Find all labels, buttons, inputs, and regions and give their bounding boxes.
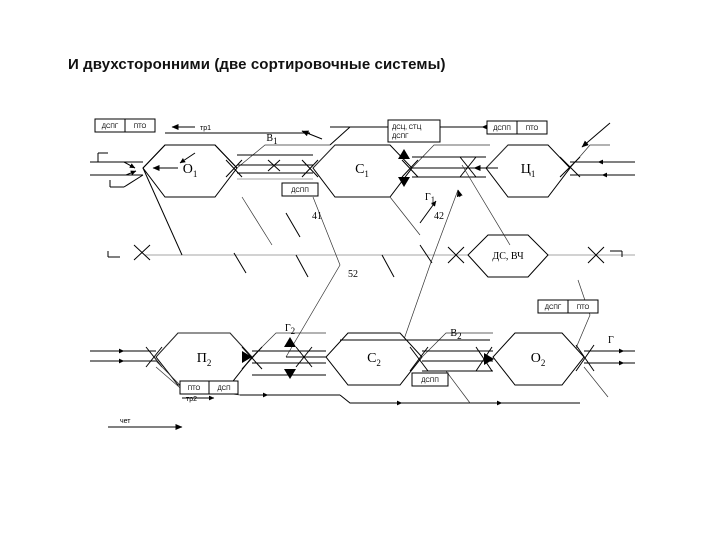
- label-b2: В2: [450, 328, 461, 341]
- label-tr2: тр2: [186, 396, 197, 403]
- park-o1-label: О1: [183, 162, 198, 179]
- park-c2: С2: [325, 332, 423, 386]
- box-dspp-top-cell-0: ДСПП: [291, 187, 309, 194]
- box-dspg-pto-br-cell-1: ПТО: [577, 304, 590, 311]
- park-c1-label: С1: [355, 162, 369, 179]
- box-dsc-stc-dspg-cell-0: ДСЦ, СТЦ: [392, 124, 422, 131]
- label-b1: В1: [266, 133, 277, 146]
- tick-41: [285, 212, 301, 238]
- box-dspp-pto-tr-cell-0: ДСПП: [493, 125, 511, 132]
- label-g-right: Г: [608, 335, 614, 346]
- park-p1: Ц1: [485, 144, 571, 198]
- box-dspp-bottom[interactable]: ДСПП: [411, 372, 449, 387]
- box-dspp-pto-tr-cell-1: ПТО: [526, 125, 539, 132]
- park-o2-label: О2: [531, 351, 546, 368]
- triangle-down-g2: [284, 369, 296, 379]
- park-c2-label: С2: [367, 351, 381, 368]
- box-dspg-pto-br-cell-0: ДСПГ: [545, 304, 562, 311]
- park-p2-label: П2: [197, 351, 212, 368]
- label-chet: чет: [120, 418, 131, 425]
- box-dspp-bottom-cell-0: ДСПП: [421, 377, 439, 384]
- box-dspg-pto-br[interactable]: ДСПГ ПТО: [537, 299, 599, 314]
- label-41: 41: [312, 211, 322, 222]
- diag-42: [401, 189, 459, 346]
- label-42: 42: [434, 211, 444, 222]
- label-g1: Г1: [425, 192, 435, 205]
- page-title: И двухсторонними (две сортировочные сист…: [68, 56, 446, 73]
- tick-42: [419, 200, 437, 224]
- diag-41: [285, 196, 341, 358]
- box-dspg-pto-tl-cell-0: ДСПГ: [102, 123, 119, 130]
- box-pto-dsp-bl-cell-1: ДСП: [217, 385, 230, 392]
- park-ds-vch-label: ДС, ВЧ: [492, 251, 524, 262]
- box-pto-dsp-bl[interactable]: ПТО ДСП: [179, 380, 239, 395]
- park-o2: О2: [492, 332, 585, 386]
- label-52: 52: [348, 269, 358, 280]
- box-dsc-stc-dspg[interactable]: ДСЦ, СТЦ ДСПГ: [387, 119, 441, 143]
- triangle-down-g1: [398, 177, 410, 187]
- label-tr1: тр1: [200, 125, 211, 132]
- box-dspg-pto-tl[interactable]: ДСПГ ПТО: [94, 118, 156, 133]
- bottom-baseline-right: [339, 394, 580, 404]
- triangle-up-g2: [284, 337, 296, 347]
- diagram-svg: О1 С1 Ц1: [90, 118, 635, 430]
- label-g2: Г2: [285, 323, 295, 336]
- box-dspp-pto-tr[interactable]: ДСПП ПТО: [486, 120, 548, 135]
- park-p1-label: Ц1: [521, 162, 536, 179]
- triangle-up-g1: [398, 149, 410, 159]
- box-dsc-stc-dspg-cell-1: ДСПГ: [392, 133, 409, 140]
- railway-yard-diagram: О1 С1 Ц1: [90, 105, 635, 440]
- triangle-o2-in: [484, 353, 494, 365]
- box-dspp-top[interactable]: ДСПП: [281, 182, 319, 197]
- box-dspg-pto-tl-cell-1: ПТО: [134, 123, 147, 130]
- park-ds-vch: ДС, ВЧ: [467, 234, 549, 278]
- triangle-p2-out: [242, 351, 252, 363]
- box-pto-dsp-bl-cell-0: ПТО: [188, 385, 201, 392]
- diag-o1-down: [142, 167, 183, 256]
